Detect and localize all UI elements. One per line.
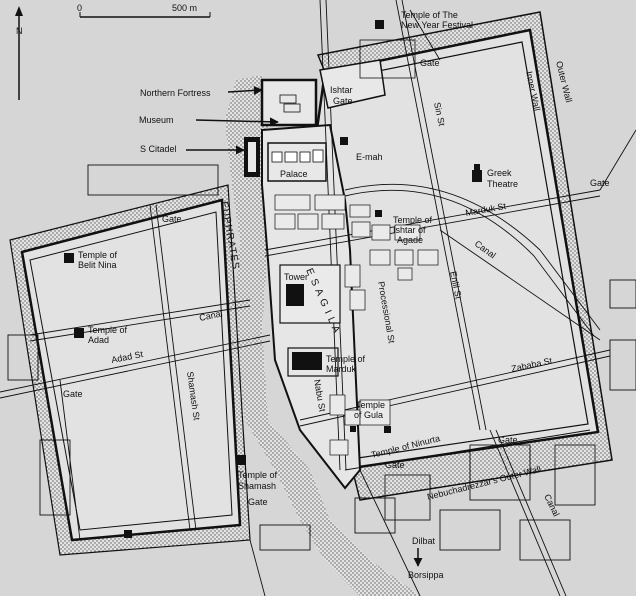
scale-end: 500 m bbox=[172, 3, 197, 13]
label-palace: Palace bbox=[280, 169, 308, 179]
callout-arrows bbox=[186, 85, 423, 567]
label-temple-ishtar-agade-3: Agade bbox=[397, 235, 423, 245]
label-temple-gula-2: of Gula bbox=[354, 410, 383, 420]
palace-courts bbox=[271, 149, 324, 163]
south-west-marker bbox=[124, 530, 132, 538]
label-temple-ishtar-agade-2: Ishtar of bbox=[393, 225, 426, 235]
tower-marker bbox=[286, 284, 304, 306]
label-gate-south-mid: Gate bbox=[498, 435, 518, 445]
label-temple-new-year-1: Temple of The bbox=[401, 10, 458, 20]
label-gate-west-lower: Gate bbox=[63, 389, 83, 399]
label-temple-adad-2: Adad bbox=[88, 335, 109, 345]
label-e-mah: E-mah bbox=[356, 152, 383, 162]
canal-line bbox=[439, 229, 601, 341]
temple-shamash-marker bbox=[236, 455, 246, 465]
outlying-plots bbox=[7, 164, 636, 561]
temple-belit-nina-marker bbox=[64, 253, 74, 263]
small-temple-marker bbox=[350, 426, 356, 432]
label-temple-belit-nina-1: Temple of bbox=[78, 250, 118, 260]
label-dilbat: Dilbat bbox=[412, 536, 436, 546]
temple-adad-marker bbox=[74, 328, 84, 338]
temple-marduk-marker bbox=[292, 352, 322, 370]
label-borsippa: Borsippa bbox=[408, 570, 444, 580]
greek-theatre-marker bbox=[472, 164, 482, 182]
label-temple-marduk-2: Marduk bbox=[326, 364, 357, 374]
label-gate-south-east: Gate bbox=[385, 460, 405, 470]
label-s-citadel: S Citadel bbox=[140, 144, 177, 154]
label-temple-gula-1: Temple bbox=[356, 400, 385, 410]
temple-new-year-marker bbox=[375, 20, 384, 29]
label-temple-adad-1: Temple of bbox=[88, 325, 128, 335]
temple-gula-marker bbox=[384, 426, 391, 433]
label-museum: Museum bbox=[139, 115, 174, 125]
label-temple-new-year-2: New Year Festival bbox=[401, 20, 473, 30]
label-gate-south-west: Gate bbox=[248, 497, 268, 507]
label-greek-theatre-1: Greek bbox=[487, 168, 512, 178]
north-label: N bbox=[16, 26, 23, 36]
label-temple-ishtar-agade-1: Temple of bbox=[393, 215, 433, 225]
label-gate-west-upper: Gate bbox=[162, 214, 182, 224]
label-temple-marduk-1: Temple of bbox=[326, 354, 366, 364]
label-temple-shamash-2: Shamash bbox=[238, 481, 276, 491]
label-sin-st: Sin St bbox=[432, 101, 447, 127]
temple-ishtar-agade-marker bbox=[375, 210, 382, 217]
euphrates-river bbox=[225, 75, 420, 596]
northern-fortress bbox=[260, 78, 318, 127]
label-gate-east: Gate bbox=[590, 178, 610, 188]
north-arrow: N bbox=[15, 6, 23, 100]
label-ishtar-gate-2: Gate bbox=[333, 96, 353, 106]
scale-start: 0 bbox=[77, 3, 82, 13]
new-year-plot bbox=[359, 39, 416, 79]
label-temple-belit-nina-2: Belit Nina bbox=[78, 260, 117, 270]
label-tower: Tower bbox=[284, 272, 308, 282]
label-ishtar-gate-1: Ishtar bbox=[330, 85, 353, 95]
inner-wall-line bbox=[333, 41, 589, 459]
e-mah-marker bbox=[340, 137, 348, 145]
label-northern-fortress: Northern Fortress bbox=[140, 88, 211, 98]
label-gate-north: Gate bbox=[420, 58, 440, 68]
label-canal-west: Canal bbox=[198, 308, 223, 323]
label-temple-shamash-1: Temple of bbox=[238, 470, 278, 480]
scale-bar: 0 500 m bbox=[77, 3, 211, 18]
label-greek-theatre-2: Theatre bbox=[487, 179, 518, 189]
museum-outlines bbox=[279, 94, 301, 113]
central-blocks bbox=[274, 194, 439, 456]
